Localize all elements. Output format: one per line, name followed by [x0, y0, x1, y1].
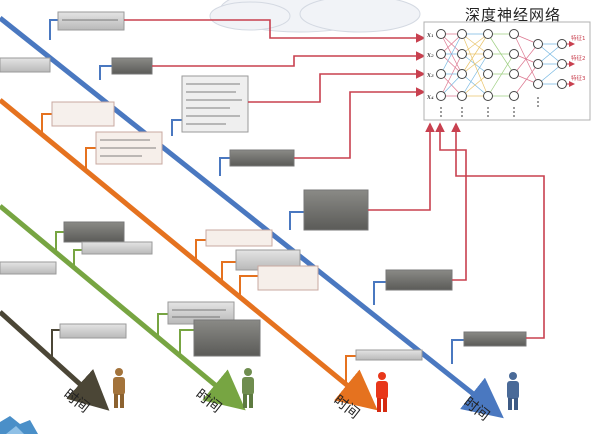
network-connectors — [124, 19, 545, 339]
document-20 — [355, 349, 423, 361]
document-19 — [463, 331, 527, 347]
document-17 — [193, 319, 261, 357]
timeline-blue-arrow — [0, 16, 504, 419]
document-18 — [59, 323, 127, 339]
document-1 — [57, 11, 125, 31]
document-thumbnails — [0, 11, 527, 361]
output-label-1: 特征1 — [571, 34, 586, 42]
document-3 — [0, 57, 51, 73]
person-icon-blue — [507, 372, 519, 410]
person-icon-brown — [113, 368, 125, 408]
document-5 — [51, 101, 115, 127]
input-label-1: x₁ — [427, 31, 434, 39]
person-icon-green — [242, 368, 254, 408]
input-label-2: x₂ — [427, 51, 434, 59]
input-label-4: x₄ — [427, 93, 434, 101]
cloud-shape — [209, 0, 421, 33]
document-4 — [181, 75, 249, 133]
document-10 — [81, 241, 153, 255]
document-7 — [229, 149, 295, 167]
timeline-orange-arrow — [0, 98, 378, 411]
network-title: 深度神经网络 — [464, 6, 561, 24]
neural-network-panel: x₁ x₂ x₃ x₄ 特征1 特征2 特征3 — [423, 21, 591, 121]
document-12 — [205, 229, 273, 247]
corner-decoration — [0, 416, 38, 434]
document-9 — [63, 221, 125, 243]
document-14 — [257, 265, 319, 291]
output-label-2: 特征2 — [571, 54, 586, 62]
branch-connectors — [41, 19, 464, 384]
input-label-3: x₃ — [427, 71, 434, 79]
person-icon-orange — [376, 372, 388, 412]
document-2 — [111, 57, 153, 75]
document-11 — [0, 261, 57, 275]
document-15 — [385, 269, 453, 291]
document-8 — [303, 189, 369, 231]
timeline-green-arrow — [0, 204, 246, 411]
output-label-3: 特征3 — [571, 74, 586, 82]
